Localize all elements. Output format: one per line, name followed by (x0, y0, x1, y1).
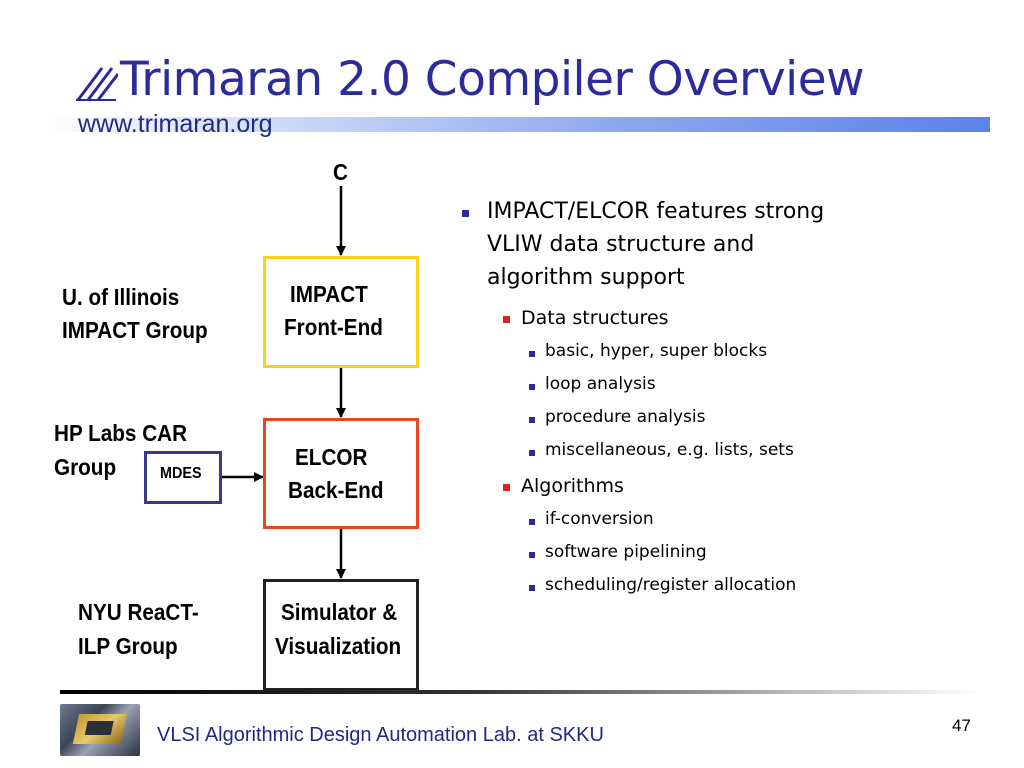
bullet-marker (529, 384, 535, 390)
mdes-box-label: MDES (160, 465, 202, 482)
slide-title: Trimaran 2.0 Compiler Overview (120, 52, 865, 107)
nyu-label-line1: NYU ReaCT- (78, 599, 199, 625)
bullet-marker (529, 519, 535, 525)
elcor-box-line1: ELCOR (295, 444, 368, 470)
bullet-marker (503, 316, 510, 323)
main-bullet-line2: VLIW data structure and (487, 232, 755, 257)
bullet-marker (529, 450, 535, 456)
hp-labs-label-line1: HP Labs CAR (54, 420, 188, 446)
bullet-marker (503, 484, 510, 491)
data-structure-item: miscellaneous, e.g. lists, sets (545, 440, 794, 460)
simulator-box-line1: Simulator & (281, 599, 398, 625)
main-bullet-line3: algorithm support (487, 265, 685, 290)
data-structure-item: basic, hyper, super blocks (545, 341, 768, 361)
algorithm-item: software pipelining (545, 542, 707, 562)
data-structure-item: procedure analysis (545, 407, 706, 427)
website-url: www.trimaran.org (78, 110, 273, 138)
impact-box-line1: IMPACT (290, 281, 368, 307)
simulator-visualization-box (263, 579, 419, 691)
input-c-label: C (333, 159, 348, 185)
page-number: 47 (952, 716, 971, 735)
elcor-box-line2: Back-End (288, 477, 384, 503)
footer-lab-name: VLSI Algorithmic Design Automation Lab. … (157, 724, 604, 746)
nyu-label-line2: ILP Group (78, 633, 178, 659)
main-bullet-line1: IMPACT/ELCOR features strong (487, 199, 825, 224)
mdes-box (144, 451, 222, 504)
data-structure-item: loop analysis (545, 374, 656, 394)
hp-labs-label-line2: Group (54, 454, 117, 480)
impact-box-line2: Front-End (284, 314, 383, 340)
footer-rule (60, 690, 980, 694)
impact-front-end-box (263, 256, 419, 368)
bullet-marker (462, 210, 469, 217)
bullet-marker (529, 417, 535, 423)
title-underline-bar (44, 117, 990, 132)
bullet-marker (529, 552, 535, 558)
illinois-label-line2: IMPACT Group (62, 317, 208, 343)
algorithm-item: if-conversion (545, 509, 654, 529)
bullet-marker (529, 351, 535, 357)
algorithms-heading: Algorithms (521, 475, 624, 497)
footer-chip-image (60, 704, 140, 756)
data-structures-heading: Data structures (521, 307, 669, 329)
title-slash-icon (76, 67, 118, 101)
simulator-box-line2: Visualization (275, 633, 402, 659)
illinois-label-line1: U. of Illinois (62, 284, 180, 310)
algorithm-item: scheduling/register allocation (545, 575, 797, 595)
elcor-back-end-box (263, 418, 419, 529)
bullet-marker (529, 585, 535, 591)
